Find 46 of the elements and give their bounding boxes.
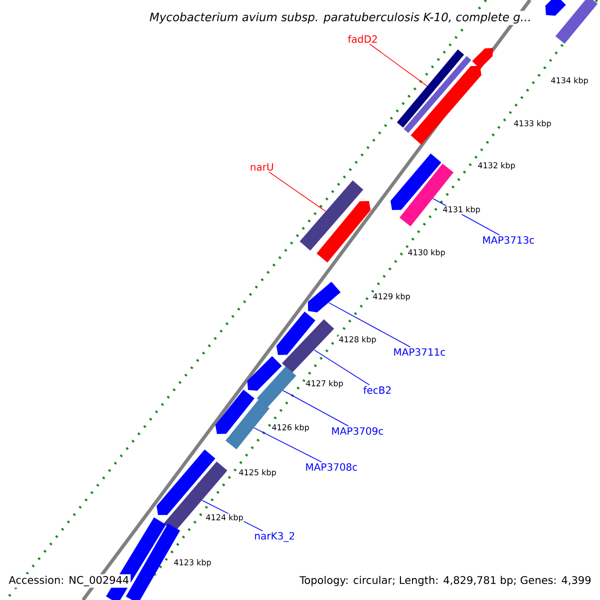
gene-segment bbox=[410, 66, 482, 145]
gene-segment bbox=[256, 366, 296, 408]
leader-line bbox=[328, 302, 411, 348]
gene-label: narU bbox=[250, 163, 273, 171]
leader-line bbox=[314, 350, 370, 386]
gene-segment bbox=[396, 49, 464, 128]
leader-line bbox=[369, 44, 428, 86]
tick-label: 4125 kbp bbox=[238, 468, 277, 478]
gene-segment bbox=[156, 450, 216, 515]
gene-segment bbox=[276, 312, 316, 355]
gene-segment bbox=[226, 400, 270, 450]
tick-label: 4127 kbp bbox=[305, 380, 344, 388]
leader-line bbox=[268, 172, 326, 212]
gene-segment bbox=[308, 282, 341, 312]
gene-segment bbox=[282, 319, 334, 373]
gene-segment bbox=[316, 201, 371, 262]
gene-segment bbox=[390, 154, 442, 210]
gene-segment bbox=[247, 356, 282, 391]
gene-segment bbox=[404, 56, 472, 133]
gene-segment bbox=[472, 48, 493, 69]
tick-label: 4131 kbp bbox=[442, 206, 481, 214]
gene-label: narK3_2 bbox=[255, 532, 294, 542]
gene-segment bbox=[545, 0, 566, 16]
gene-segment bbox=[300, 180, 364, 251]
gene-segment bbox=[215, 390, 254, 434]
tick-label: 4126 kbp bbox=[271, 424, 310, 432]
genome-info-text: Topology: circular; Length: 4,829,781 bp; Genes: 4,399 bbox=[298, 574, 593, 588]
tick-label: 4132 kbp bbox=[477, 162, 516, 170]
tick-label: 4123 kbp bbox=[173, 558, 212, 568]
gene-label: MAP3713c bbox=[483, 236, 534, 244]
leader-line bbox=[254, 427, 322, 462]
gene-segment bbox=[555, 0, 598, 44]
tick-label: 4129 kbp bbox=[372, 292, 411, 302]
tick-label: 4133 kbp bbox=[513, 120, 552, 128]
gene-label: MAP3711c bbox=[394, 348, 446, 356]
tick-label: 4124 kbp bbox=[205, 514, 244, 522]
gene-label: fecB2 bbox=[363, 386, 391, 394]
tick-label: 4128 kbp bbox=[338, 336, 377, 344]
gene-label: MAP3709c bbox=[332, 427, 384, 435]
tick-label: 4134 kbp bbox=[550, 76, 589, 86]
gene-label: fadD2 bbox=[348, 35, 377, 43]
leader-line bbox=[282, 390, 349, 426]
map-title: Mycobacterium avium subsp. paratuberculosis K-10, complete g... bbox=[148, 10, 533, 26]
tick-label: 4130 kbp bbox=[407, 248, 446, 258]
accession-text: Accession: NC_002944 bbox=[7, 574, 131, 588]
gene-label: MAP3708c bbox=[306, 463, 358, 471]
